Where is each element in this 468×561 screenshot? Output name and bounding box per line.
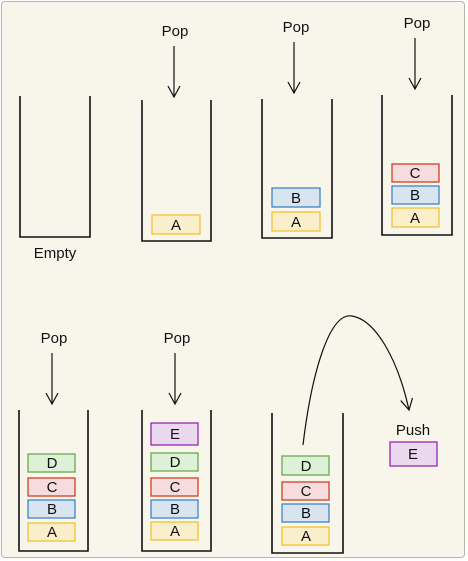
stack-container-4 — [381, 95, 453, 236]
stack-item-B: B — [271, 187, 321, 208]
pop-label-1: Pop — [162, 23, 189, 40]
stack-item-label: A — [171, 217, 181, 234]
stack-item-A: A — [151, 214, 201, 235]
stack-item-label: E — [170, 426, 180, 443]
stack-item-D: D — [150, 452, 199, 472]
stack-container-6 — [141, 410, 212, 552]
stack-item-C: C — [27, 477, 76, 497]
stack-item-D: D — [27, 453, 76, 473]
push-item-E: E — [389, 441, 438, 467]
stack-item-label: B — [410, 187, 420, 204]
stack-item-A: A — [271, 211, 321, 232]
push-arc-arrow — [302, 315, 414, 446]
stack-item-C: C — [281, 481, 330, 501]
stack-item-A: A — [150, 521, 199, 541]
stack-item-label: B — [291, 190, 301, 207]
pop-label-3: Pop — [404, 15, 431, 32]
pop-label-4: Pop — [41, 330, 68, 347]
stack-item-label: B — [47, 501, 57, 518]
stack-item-E: E — [150, 422, 199, 446]
stack-container-2 — [141, 100, 212, 242]
push-label: Push — [396, 422, 430, 439]
stack-item-label: A — [301, 528, 311, 545]
pop-label-2: Pop — [283, 19, 310, 36]
stack-item-label: B — [301, 505, 311, 522]
stack-item-label: B — [170, 501, 180, 518]
stack-item-label: A — [291, 214, 301, 231]
stack-item-label: C — [47, 479, 58, 496]
stack-item-label: A — [47, 524, 57, 541]
stack-item-B: B — [150, 499, 199, 519]
stack-item-label: C — [410, 165, 421, 182]
pop-label-5: Pop — [164, 330, 191, 347]
stack-container-5 — [18, 410, 89, 552]
stack-container-3 — [261, 99, 333, 239]
stack-container-7 — [271, 413, 344, 554]
stack-item-label: D — [170, 454, 181, 471]
stack-item-B: B — [281, 503, 330, 523]
stack-item-label: D — [301, 458, 312, 475]
stack-item-B: B — [27, 499, 76, 519]
stack-item-label: A — [410, 210, 420, 227]
stack-item-label: C — [301, 483, 312, 500]
stack-item-label: A — [170, 523, 180, 540]
stack-item-label: C — [170, 479, 181, 496]
stack-item-B: B — [391, 185, 440, 205]
empty-caption: Empty — [34, 245, 77, 262]
stack-item-A: A — [27, 522, 76, 542]
stack-item-label: D — [47, 455, 58, 472]
stack-item-C: C — [150, 477, 199, 497]
push-item-label: E — [408, 446, 418, 463]
stack-item-A: A — [281, 526, 330, 546]
stack-container-1 — [19, 96, 91, 238]
stack-item-A: A — [391, 207, 440, 228]
stack-item-C: C — [391, 163, 440, 183]
stack-item-D: D — [281, 455, 330, 476]
